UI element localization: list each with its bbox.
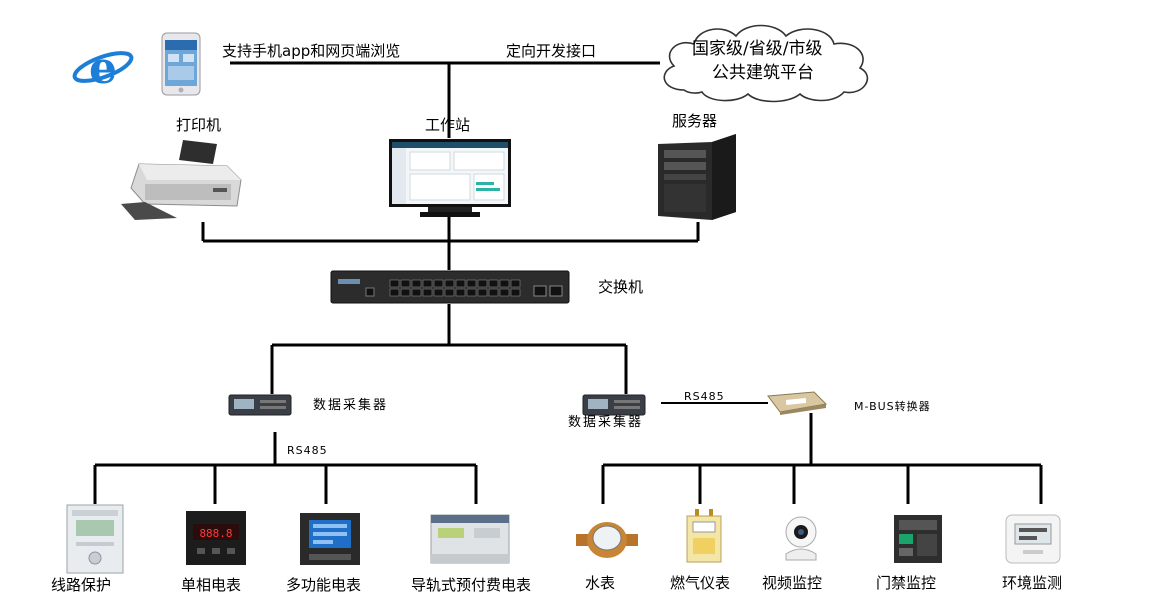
collector-left-icon <box>228 394 292 416</box>
din-prepaid-meter-icon <box>430 514 510 564</box>
switch-port <box>477 279 488 288</box>
switch-port <box>411 279 422 288</box>
workstation-monitor-icon <box>389 139 511 217</box>
printer-label: 打印机 <box>176 116 222 134</box>
video-camera-icon <box>785 516 817 561</box>
endpoint-multifunction-meter: 多功能电表 <box>286 576 362 594</box>
printer-icon <box>121 140 242 220</box>
single-phase-meter-icon: 888.8 <box>186 511 246 565</box>
server-tower-icon <box>658 134 736 220</box>
switch-port <box>422 279 433 288</box>
access-control-icon <box>894 515 942 563</box>
switch-port <box>422 288 433 297</box>
switch-port <box>499 279 510 288</box>
cloud-line-2: 公共建筑平台 <box>712 63 814 83</box>
collector-right-label: 数据采集器 <box>568 415 644 430</box>
switch-label: 交换机 <box>598 278 644 296</box>
switch-port <box>400 279 411 288</box>
collector-right-icon <box>582 394 646 416</box>
svg-text:888.8: 888.8 <box>199 527 232 540</box>
environment-sensor-icon <box>1005 514 1061 564</box>
line-protection-icon <box>66 504 124 574</box>
gas-meter-icon <box>686 509 722 563</box>
endpoint-water-meter: 水表 <box>585 574 616 592</box>
endpoint-access-control: 门禁监控 <box>876 574 937 592</box>
endpoint-prepaid-meter: 导轨式预付费电表 <box>411 576 532 594</box>
switch-port <box>488 288 499 297</box>
switch-port <box>466 288 477 297</box>
switch-port <box>444 288 455 297</box>
switch-port <box>444 279 455 288</box>
switch-port <box>411 288 422 297</box>
endpoint-single-phase-meter: 单相电表 <box>181 576 242 594</box>
switch-port <box>400 288 411 297</box>
switch-port <box>477 288 488 297</box>
workstation-label: 工作站 <box>425 116 471 134</box>
rs485-right-label: RS485 <box>684 390 725 403</box>
endpoint-gas-meter: 燃气仪表 <box>670 574 731 592</box>
cloud-icon <box>663 24 869 103</box>
endpoint-line-protection: 线路保护 <box>51 576 112 594</box>
switch-port <box>389 288 400 297</box>
switch-port <box>389 279 400 288</box>
internet-explorer-icon: e <box>72 43 134 92</box>
network-switch-icon <box>330 270 570 304</box>
browse-support-label: 支持手机app和网页端浏览 <box>222 42 401 60</box>
switch-port <box>499 288 510 297</box>
switch-port <box>433 288 444 297</box>
collector-left-label: 数据采集器 <box>313 398 389 413</box>
svg-text:e: e <box>89 43 117 92</box>
cloud-line-1: 国家级/省级/市级 <box>692 39 823 59</box>
switch-port <box>455 288 466 297</box>
mbus-label: M-BUS转换器 <box>854 400 931 413</box>
switch-port <box>488 279 499 288</box>
switch-port <box>433 279 444 288</box>
endpoint-video-monitoring: 视频监控 <box>762 574 823 592</box>
multifunction-meter-icon <box>300 513 360 565</box>
switch-port <box>510 279 521 288</box>
directed-api-label: 定向开发接口 <box>506 42 597 60</box>
switch-port <box>510 288 521 297</box>
mbus-converter-icon <box>767 391 828 415</box>
switch-port <box>455 279 466 288</box>
smartphone-icon <box>161 32 201 96</box>
endpoint-environment-monitoring: 环境监测 <box>1002 574 1063 592</box>
server-label: 服务器 <box>672 112 718 130</box>
switch-port <box>466 279 477 288</box>
rs485-left-label: RS485 <box>287 444 328 457</box>
water-meter-icon <box>576 522 638 558</box>
